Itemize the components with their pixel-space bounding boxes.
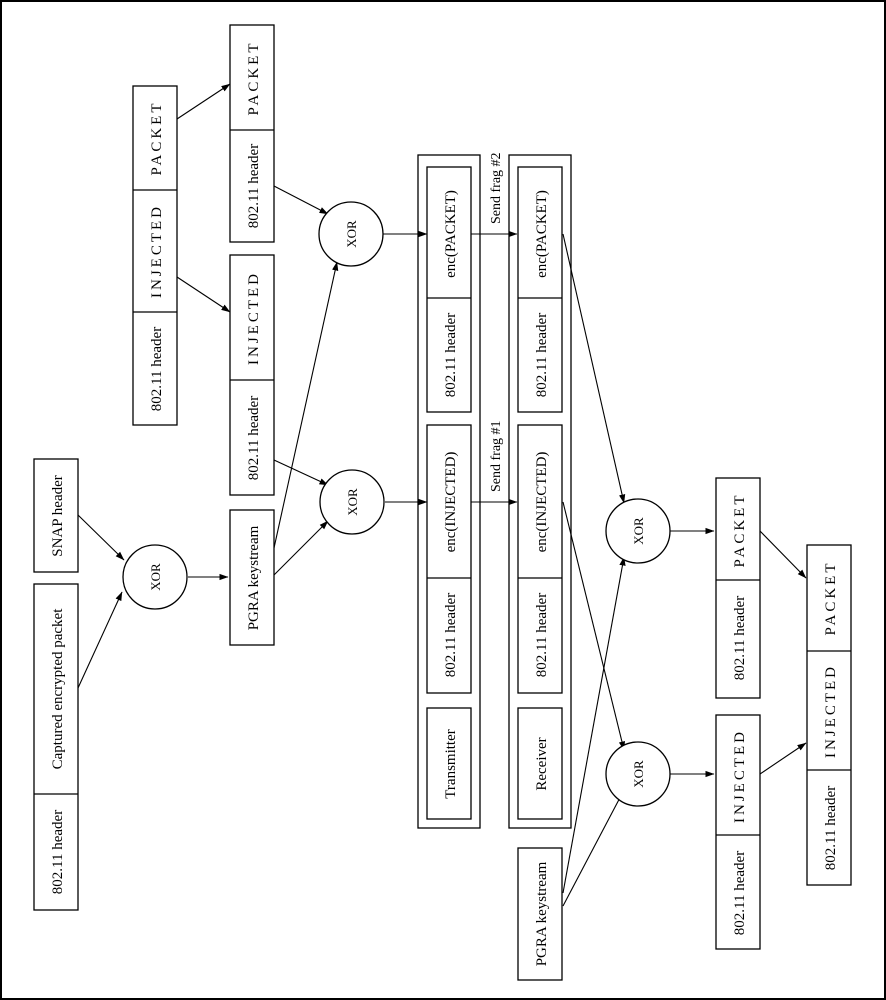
fragment-1-header-label: 802.11 header xyxy=(246,396,262,480)
arrow-pgra-to-xor-lower xyxy=(273,520,329,576)
arrow-recv-packet-to-xor xyxy=(562,233,626,504)
transmitter-panel: 802.11 header enc(INJECTED) 802.11 heade… xyxy=(417,154,481,829)
rx-frag2-header-label: 802.11 header xyxy=(534,313,550,397)
decrypted-packet-box: 802.11 header PACKET xyxy=(715,477,761,699)
send-frag-1-label: Send frag #1 xyxy=(489,420,504,492)
xor-node-3: XOR xyxy=(318,201,384,267)
original-injected-label: INJECTED xyxy=(149,204,165,298)
arrow-pgra2-to-xor-lower xyxy=(562,789,625,907)
pgra-keystream-box-2: PGRA keystream xyxy=(517,847,563,981)
xor-node-1: XOR xyxy=(122,544,188,610)
receiver-panel: 802.11 header enc(INJECTED) 802.11 heade… xyxy=(508,154,572,829)
pgra-keystream-label-2: PGRA keystream xyxy=(534,861,550,966)
decrypted-packet-header-label: 802.11 header xyxy=(732,596,748,680)
receiver-label: Receiver xyxy=(534,737,550,790)
decrypted-packet-label: PACKET xyxy=(732,493,748,568)
reassembled-injected-label: INJECTED xyxy=(823,664,839,758)
pgra-keystream-box-1: PGRA keystream xyxy=(229,509,275,646)
arrow-frag2-to-xor xyxy=(273,185,329,215)
arrow-frag1-to-xor xyxy=(273,459,329,486)
arrows xyxy=(77,83,807,907)
pgra-keystream-label-1: PGRA keystream xyxy=(246,525,262,630)
captured-payload-label: Captured encrypted packet xyxy=(50,608,66,770)
arrow-packet-to-final xyxy=(759,530,807,579)
snap-header-label: SNAP header xyxy=(50,475,66,557)
tx-frag2-enc-label: enc(PACKET) xyxy=(443,190,459,278)
arrow-pgra2-to-xor-upper xyxy=(562,556,626,894)
arrow-injected-to-frag-header xyxy=(176,276,231,313)
decrypted-injected-label: INJECTED xyxy=(732,729,748,823)
decrypted-injected-header-label: 802.11 header xyxy=(732,851,748,935)
xor-label-5: XOR xyxy=(631,760,646,788)
tx-frag1-header-label: 802.11 header xyxy=(443,593,459,677)
xor-node-4: XOR xyxy=(605,498,671,564)
fragment-1-injected-label: INJECTED xyxy=(246,271,262,365)
xor-label-3: XOR xyxy=(344,220,359,248)
snap-header-box: SNAP header xyxy=(33,458,79,573)
captured-packet-box: 802.11 header Captured encrypted packet xyxy=(33,583,79,911)
original-header-label: 802.11 header xyxy=(149,327,165,411)
xor-label-4: XOR xyxy=(631,517,646,545)
fragment-2-packet-label: PACKET xyxy=(246,41,262,116)
rx-frag2-enc-label: enc(PACKET) xyxy=(534,190,550,278)
arrow-pgra-to-xor-upper xyxy=(273,261,339,549)
xor-label-1: XOR xyxy=(148,563,163,591)
decrypted-injected-box: 802.11 header INJECTED xyxy=(715,714,761,950)
arrow-snap-to-xor xyxy=(77,514,125,561)
rx-frag1-header-label: 802.11 header xyxy=(534,593,550,677)
original-packet-label: PACKET xyxy=(149,101,165,176)
arrow-packet-to-frag-header xyxy=(176,83,231,120)
captured-header-label: 802.11 header xyxy=(50,810,66,894)
fragment-2-box: 802.11 header PACKET xyxy=(229,24,275,243)
tx-frag1-enc-label: enc(INJECTED) xyxy=(443,452,459,553)
fragment-1-box: 802.11 header INJECTED xyxy=(229,254,275,496)
fragment-2-header-label: 802.11 header xyxy=(246,144,262,228)
reassembled-header-label: 802.11 header xyxy=(823,786,839,870)
reassembled-packet-label: PACKET xyxy=(823,561,839,636)
tx-frag2-header-label: 802.11 header xyxy=(443,313,459,397)
reassembled-packet-box: 802.11 header INJECTED PACKET xyxy=(806,544,852,886)
arrow-recv-injected-to-xor xyxy=(562,501,626,751)
xor-node-5: XOR xyxy=(605,741,671,807)
transmitter-label: Transmitter xyxy=(443,729,459,798)
xor-label-2: XOR xyxy=(345,488,360,516)
arrow-captured-to-xor xyxy=(77,591,123,689)
original-packet-box: 802.11 header INJECTED PACKET xyxy=(132,85,178,426)
arrow-injected-to-final xyxy=(759,742,807,775)
send-frag-2-label: Send frag #2 xyxy=(489,152,504,224)
rx-frag1-enc-label: enc(INJECTED) xyxy=(534,452,550,553)
xor-node-2: XOR xyxy=(319,469,385,535)
